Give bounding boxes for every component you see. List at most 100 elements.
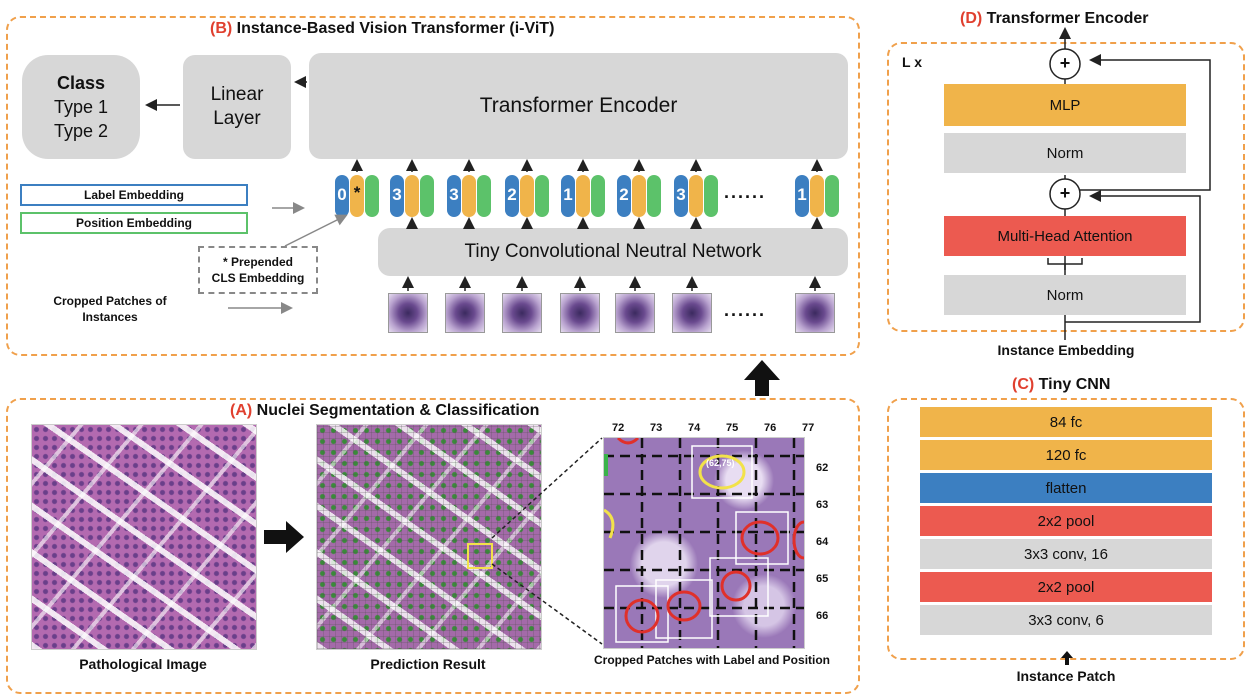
panel-c-title-text: Tiny CNN (1038, 376, 1111, 393)
position-token (825, 175, 839, 217)
patch-image (502, 293, 542, 333)
norm-bottom-block: Norm (944, 275, 1186, 315)
grid-row-label: 62 (816, 462, 829, 474)
zoom-box (467, 543, 493, 569)
cls-star: * (353, 183, 361, 202)
patch-image (615, 293, 655, 333)
transformer-encoder-label: Transformer Encoder (479, 94, 678, 117)
grid-col-label: 73 (650, 422, 663, 434)
transformer-encoder-box: Transformer Encoder (309, 53, 848, 159)
grid-row-label: 63 (816, 499, 829, 511)
panel-d-tag: (D) (960, 10, 983, 27)
prediction-result-image (316, 424, 542, 650)
cnn-layer: 3x3 conv, 16 (920, 539, 1212, 569)
grid-row-label: 66 (816, 610, 829, 622)
cls-note-line1: * Prepended (222, 255, 294, 269)
token-label: 2 (507, 185, 517, 204)
position-token (365, 175, 379, 217)
panel-d-connectors (1047, 27, 1211, 340)
token-label: 3 (676, 185, 686, 204)
label-pathological-image: Pathological Image (79, 656, 207, 672)
cnn-layer: 84 fc (920, 407, 1212, 437)
position-embedding-box: Position Embedding (20, 212, 248, 234)
panel-c-title: (C) Tiny CNN (1012, 376, 1110, 394)
content-token (632, 175, 646, 217)
panel-b-title-text: Instance-Based Vision Transformer (i-ViT… (236, 20, 555, 37)
token-label: 0 (337, 185, 347, 204)
cls-note-line2: CLS Embedding (211, 271, 305, 285)
repeat-label: L x (902, 54, 922, 70)
grid-col-label: 76 (764, 422, 777, 434)
label-token (561, 175, 575, 217)
panel-b-title: (B) Instance-Based Vision Transformer (i… (210, 20, 554, 38)
label-embedding-text: Label Embedding (83, 188, 184, 202)
cropped-patches-label: Cropped Patches of Instances (30, 293, 190, 325)
grid-row-label: 64 (816, 536, 829, 548)
label-embedding-box: Label Embedding (20, 184, 248, 206)
black-arrow-right (264, 521, 304, 553)
content-token (350, 175, 364, 217)
label-token (390, 175, 404, 217)
instance-embedding-label: Instance Embedding (997, 342, 1135, 358)
linear-layer-box: Linear Layer (183, 55, 291, 159)
token-ellipsis: ...... (724, 182, 767, 202)
label-token (617, 175, 631, 217)
token-label: 3 (392, 185, 402, 204)
label-token (674, 175, 688, 217)
panel-a-title-text: Nuclei Segmentation & Classification (256, 402, 540, 419)
token-label: 3 (449, 185, 459, 204)
label-token (447, 175, 461, 217)
position-token (704, 175, 718, 217)
pathological-image (31, 424, 257, 650)
position-token (591, 175, 605, 217)
panel-d-title-text: Transformer Encoder (986, 10, 1149, 27)
grid-row-label: 65 (816, 573, 829, 585)
grid-col-label: 72 (612, 422, 625, 434)
panel-a-title: (A) Nuclei Segmentation & Classification (230, 402, 539, 420)
big-arrow-up (744, 360, 780, 396)
patch-image (388, 293, 428, 333)
linear-layer-line1: Linear (210, 84, 264, 105)
class-title: Class (56, 73, 106, 93)
label-token (505, 175, 519, 217)
cls-note-box: * Prepended CLS Embedding (198, 246, 318, 294)
instance-patch-label: Instance Patch (1016, 668, 1116, 684)
cnn-layer: 3x3 conv, 6 (920, 605, 1212, 635)
zoom-lines (491, 437, 603, 645)
panel-b-arrows (145, 76, 823, 314)
cnn-layer: 120 fc (920, 440, 1212, 470)
content-token (462, 175, 476, 217)
tiny-cnn-box: Tiny Convolutional Neutral Network (378, 228, 848, 276)
patch-image (560, 293, 600, 333)
cropped-patches-line1: Cropped Patches of (53, 294, 167, 308)
cropped-patches-line2: Instances (82, 310, 138, 324)
norm-top-label: Norm (1046, 144, 1084, 162)
attention-label: Multi-Head Attention (997, 227, 1133, 245)
panel-a (6, 398, 860, 694)
mlp-block: MLP (944, 84, 1186, 126)
token-label: 1 (563, 185, 573, 204)
panel-b (6, 16, 860, 356)
panel-a-tag: (A) (230, 402, 253, 419)
content-token (520, 175, 534, 217)
arrow-cls-to-token (284, 214, 348, 247)
position-embedding-text: Position Embedding (76, 216, 192, 230)
grid-col-label: 74 (688, 422, 701, 434)
content-token (576, 175, 590, 217)
content-token (810, 175, 824, 217)
grid-overlay (604, 438, 804, 648)
label-token (795, 175, 809, 217)
class-type-2: Type 2 (53, 121, 109, 141)
class-box: Class Type 1 Type 2 (22, 55, 140, 159)
tiny-cnn-label: Tiny Convolutional Neutral Network (464, 241, 762, 262)
token-label: 2 (619, 185, 629, 204)
label-token (335, 175, 349, 217)
panel-d-title: (D) Transformer Encoder (960, 10, 1149, 28)
label-cropped-patches-with-label: Cropped Patches with Label and Position (593, 653, 831, 667)
linear-layer-line2: Layer (213, 108, 261, 129)
panel-c-tag: (C) (1012, 376, 1035, 393)
grid-col-label: 75 (726, 422, 739, 434)
patch-image (795, 293, 835, 333)
content-token (689, 175, 703, 217)
cnn-layer: flatten (920, 473, 1212, 503)
